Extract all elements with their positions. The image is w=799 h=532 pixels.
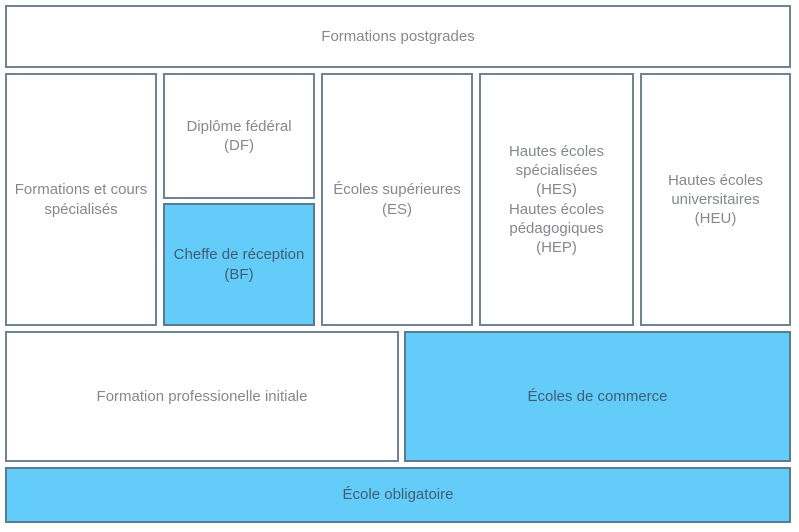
box-diplome-federal: Diplôme fédéral (DF)	[163, 73, 315, 199]
box-label: Diplôme fédéral (DF)	[186, 117, 292, 154]
box-hautes-ecoles-specialisees-pedagogiques: Hautes écoles spécialisées (HES) Hautes …	[479, 73, 634, 326]
box-ecoles-superieures: Écoles supérieures (ES)	[321, 73, 473, 326]
box-label: Formations et cours spécialisés	[14, 181, 148, 218]
box-label: Écoles supérieures (ES)	[333, 181, 461, 218]
box-cheffe-de-reception: Cheffe de réception (BF)	[163, 203, 315, 326]
box-label: École obligatoire	[342, 486, 454, 504]
box-ecole-obligatoire: École obligatoire	[5, 467, 791, 523]
box-ecoles-de-commerce: Écoles de commerce	[404, 331, 791, 462]
box-formations-et-cours-specialises: Formations et cours spécialisés	[5, 73, 157, 326]
box-label: Formations postgrades	[321, 27, 475, 45]
box-formation-professionelle-initiale: Formation professionelle initiale	[5, 331, 399, 462]
box-label: Formation professionelle initiale	[96, 387, 308, 405]
box-hautes-ecoles-universitaires: Hautes écoles universitaires (HEU)	[640, 73, 791, 326]
box-formations-postgrades: Formations postgrades	[5, 5, 791, 68]
box-label: Écoles de commerce	[527, 387, 668, 405]
box-label: Hautes écoles spécialisées (HES) Hautes …	[508, 142, 605, 256]
box-label: Hautes écoles universitaires (HEU)	[667, 171, 764, 228]
box-label: Cheffe de réception (BF)	[173, 246, 305, 283]
